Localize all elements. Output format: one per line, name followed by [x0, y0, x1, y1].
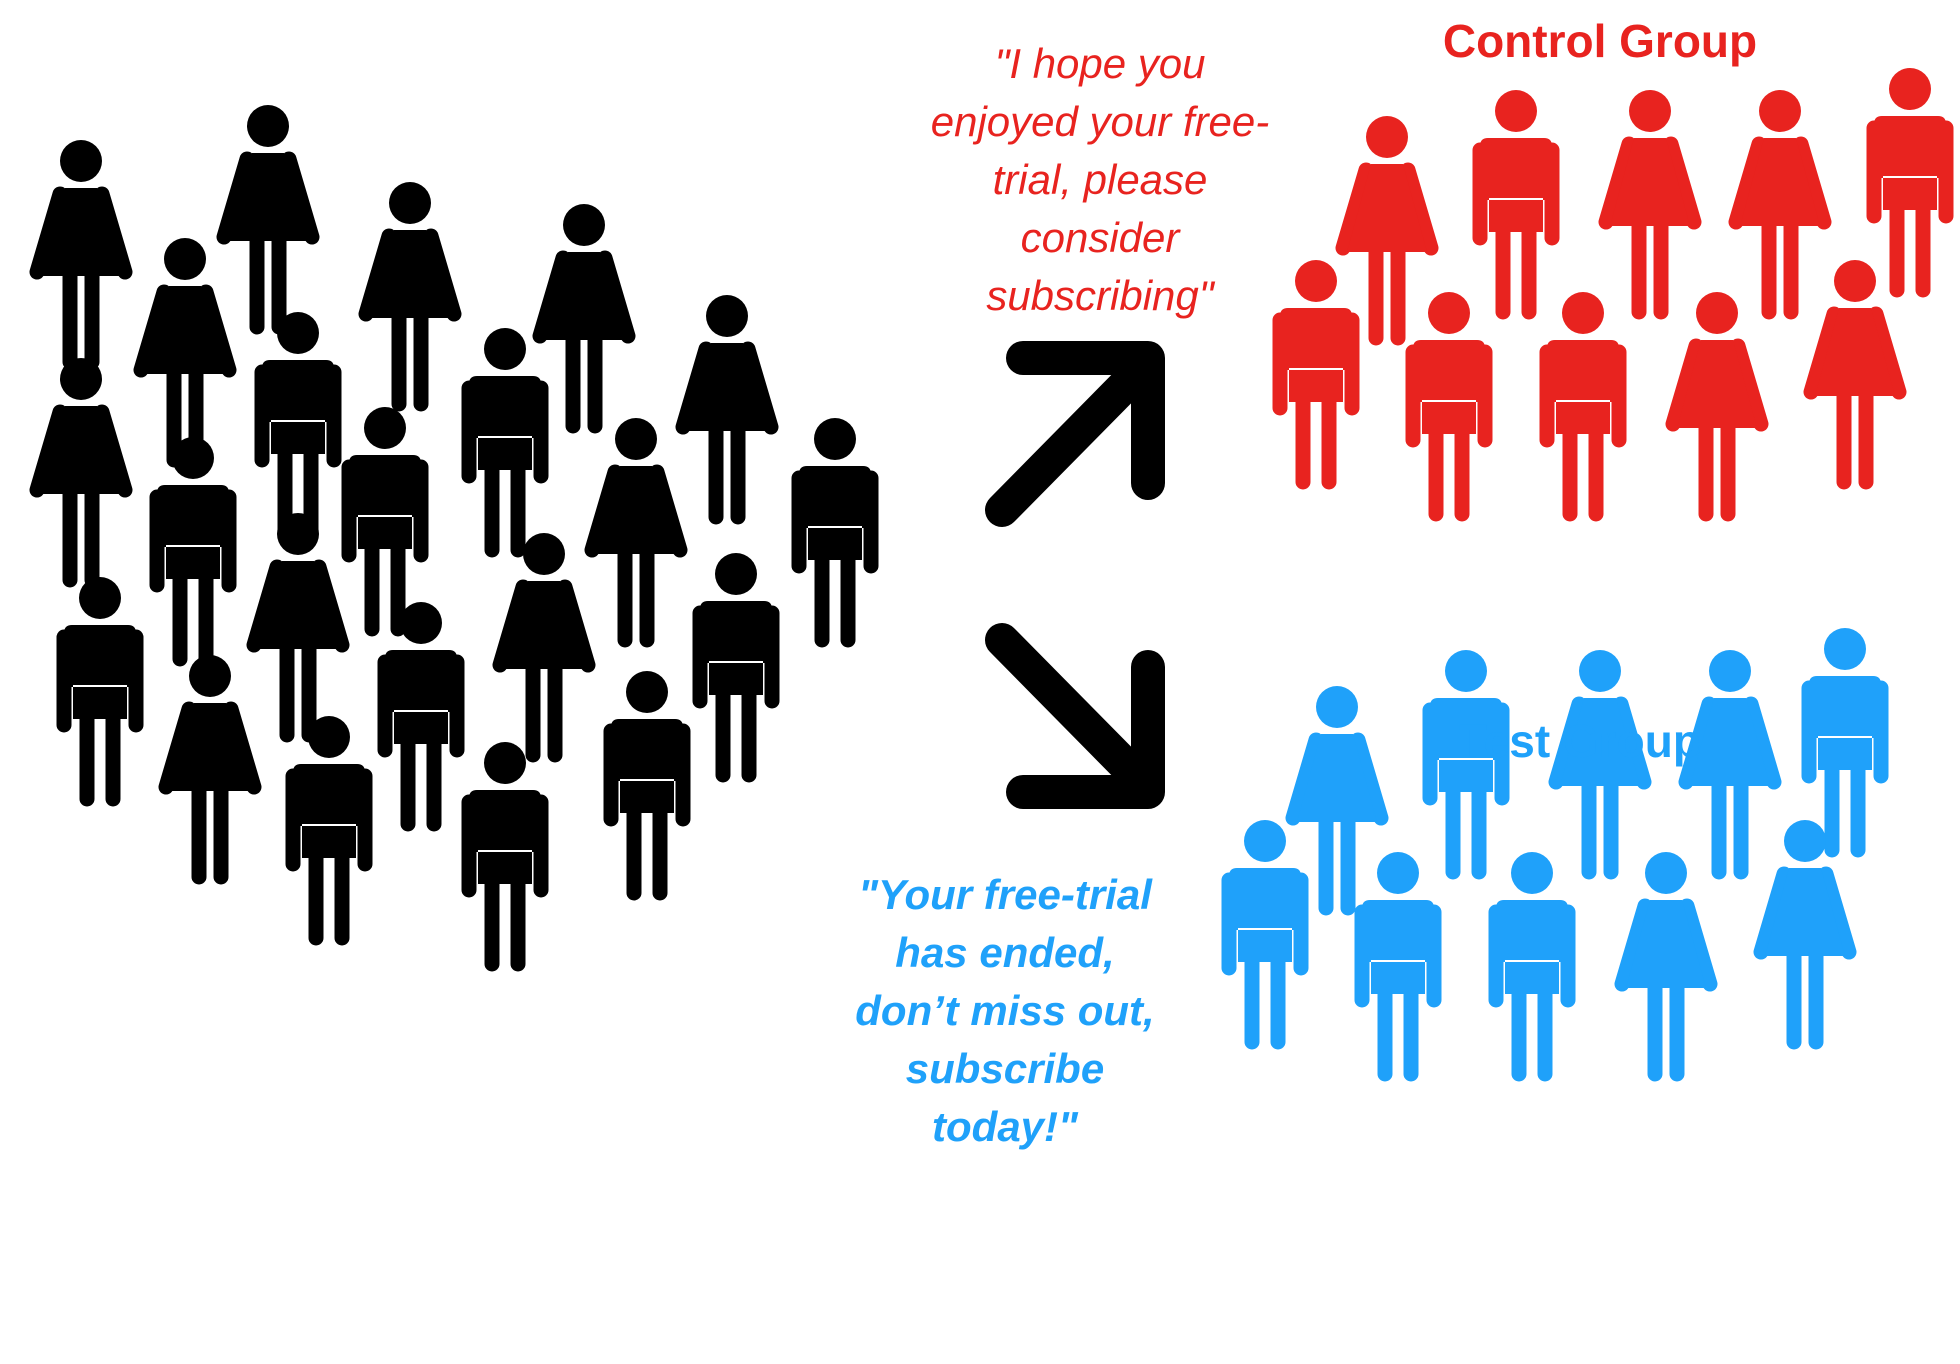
male-person-icon — [461, 328, 549, 558]
female-person-icon — [584, 418, 688, 648]
control-group-title: Control Group — [1442, 15, 1758, 67]
male-person-icon — [1221, 820, 1309, 1050]
female-person-icon — [1285, 686, 1389, 916]
male-person-icon — [1488, 852, 1576, 1082]
male-person-icon — [149, 437, 237, 667]
female-person-icon — [216, 105, 320, 335]
male-person-icon — [1866, 68, 1954, 298]
male-person-icon — [1801, 628, 1889, 858]
male-person-icon — [1405, 292, 1493, 522]
male-person-icon — [1272, 260, 1360, 490]
female-person-icon — [1614, 852, 1718, 1082]
test-group-title: Test Group — [1459, 715, 1701, 767]
female-person-icon — [1665, 292, 1769, 522]
male-person-icon — [377, 602, 465, 832]
female-person-icon — [1728, 90, 1832, 320]
male-person-icon — [1354, 852, 1442, 1082]
male-person-icon — [603, 671, 691, 901]
test-message-line: subscribe — [905, 1045, 1105, 1092]
female-person-icon — [532, 204, 636, 434]
female-person-icon — [1598, 90, 1702, 320]
male-person-icon — [285, 716, 373, 946]
arrow-up-right-icon — [985, 341, 1165, 527]
control-group-message: "I hope you enjoyed your free- trial, pl… — [880, 35, 1320, 325]
female-person-icon — [158, 655, 262, 885]
control-message-line: "I hope you — [994, 40, 1206, 87]
test-message-line: has ended, — [895, 929, 1115, 976]
female-person-icon — [29, 140, 133, 370]
test-message-line: don’t miss out, — [855, 987, 1155, 1034]
male-person-icon — [1472, 90, 1560, 320]
female-person-icon — [1678, 650, 1782, 880]
female-person-icon — [1335, 116, 1439, 346]
male-person-icon — [692, 553, 780, 783]
control-message-line: subscribing" — [986, 272, 1214, 319]
female-person-icon — [1803, 260, 1907, 490]
male-person-icon — [791, 418, 879, 648]
female-person-icon — [358, 182, 462, 412]
female-person-icon — [1753, 820, 1857, 1050]
test-group-message: "Your free-trial has ended, don’t miss o… — [800, 866, 1210, 1156]
male-person-icon — [56, 577, 144, 807]
female-person-icon — [133, 238, 237, 468]
male-person-icon — [254, 312, 342, 542]
female-person-icon — [246, 513, 350, 743]
arrow-down-right-icon — [985, 623, 1165, 809]
female-person-icon — [675, 295, 779, 525]
female-person-icon — [492, 533, 596, 763]
control-message-line: enjoyed your free- — [930, 98, 1270, 145]
male-person-icon — [1539, 292, 1627, 522]
control-message-line: trial, please — [992, 156, 1208, 203]
female-person-icon — [1548, 650, 1652, 880]
control-message-line: consider — [1020, 214, 1180, 261]
male-person-icon — [1422, 650, 1510, 880]
male-person-icon — [341, 407, 429, 637]
test-message-line: "Your free-trial — [858, 871, 1152, 918]
test-message-line: today!" — [932, 1103, 1078, 1150]
male-person-icon — [461, 742, 549, 972]
female-person-icon — [29, 358, 133, 588]
